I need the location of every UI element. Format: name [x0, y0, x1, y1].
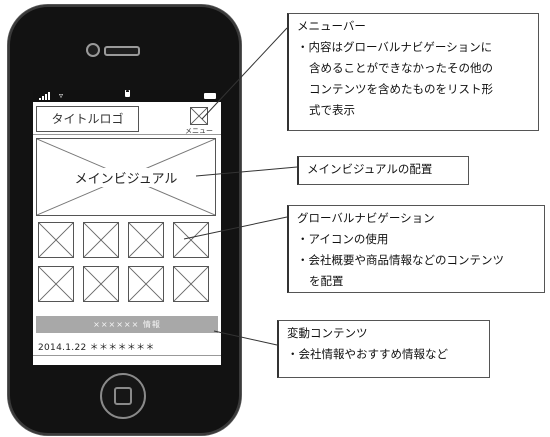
- nav-icon-2[interactable]: [83, 222, 119, 258]
- annotation-global-nav-line: ・アイコンの使用: [297, 232, 389, 246]
- lock-icon-body: [125, 92, 130, 97]
- annotation-main-visual-title: メインビジュアルの配置: [307, 162, 433, 176]
- menu-label: メニュー: [185, 127, 213, 135]
- annotation-menu-bar-line: 含めることができなかったその他の: [309, 61, 493, 75]
- main-visual-placeholder: メインビジュアル: [36, 138, 216, 216]
- nav-icon-6[interactable]: [83, 266, 119, 302]
- annotation-menu-bar: メニューバー ・内容はグローバルナビゲーションに 含めることができなかったその他…: [287, 13, 539, 131]
- nav-icon-7[interactable]: [128, 266, 164, 302]
- annotation-global-nav-line: を配置: [309, 274, 344, 288]
- news-list-item[interactable]: 2014.1.22 ＊＊＊＊＊＊＊: [38, 343, 155, 353]
- annotation-menu-bar-line: コンテンツを含めたものをリスト形: [309, 82, 493, 96]
- nav-icon-5[interactable]: [38, 266, 74, 302]
- annotation-main-visual: メインビジュアルの配置: [297, 156, 469, 185]
- nav-icon-3[interactable]: [128, 222, 164, 258]
- news-divider: [33, 355, 221, 356]
- title-logo[interactable]: タイトルロゴ: [36, 106, 139, 132]
- global-nav-grid: [38, 222, 218, 302]
- annotation-global-nav-title: グローバルナビゲーション: [297, 211, 435, 225]
- nav-icon-4[interactable]: [173, 222, 209, 258]
- news-header-bar: ×××××× 情報: [36, 316, 218, 333]
- home-button[interactable]: [100, 373, 146, 419]
- annotation-global-nav: グローバルナビゲーション ・アイコンの使用 ・会社概要や商品情報などのコンテンツ…: [287, 205, 545, 293]
- annotation-menu-bar-line: ・内容はグローバルナビゲーションに: [297, 40, 493, 54]
- speaker-grille: [104, 46, 140, 56]
- main-visual-label: メインビジュアル: [72, 167, 180, 187]
- phone-screen: ▿ タイトルロゴ メニュー メインビジュアル: [33, 90, 221, 365]
- battery-icon: [204, 93, 216, 99]
- annotation-global-nav-line: ・会社概要や商品情報などのコンテンツ: [297, 253, 504, 267]
- status-bar: ▿: [33, 90, 221, 102]
- nav-icon-8[interactable]: [173, 266, 209, 302]
- menu-icon[interactable]: [190, 107, 208, 125]
- annotation-menu-bar-title: メニューバー: [297, 19, 366, 33]
- annotation-dynamic-content-title: 変動コンテンツ: [287, 326, 368, 340]
- annotation-dynamic-content: 変動コンテンツ ・会社情報やおすすめ情報など: [277, 320, 490, 378]
- home-square-icon: [114, 387, 132, 405]
- annotation-dynamic-content-line: ・会社情報やおすすめ情報など: [287, 347, 448, 361]
- nav-icon-1[interactable]: [38, 222, 74, 258]
- wifi-icon: ▿: [59, 91, 64, 100]
- signal-icon: [39, 92, 53, 100]
- camera-icon: [86, 43, 100, 57]
- annotation-menu-bar-line: 式で表示: [309, 103, 355, 117]
- header-divider: [33, 134, 221, 135]
- lock-icon: [125, 90, 130, 93]
- smartphone-mockup: ▿ タイトルロゴ メニュー メインビジュアル: [8, 5, 241, 435]
